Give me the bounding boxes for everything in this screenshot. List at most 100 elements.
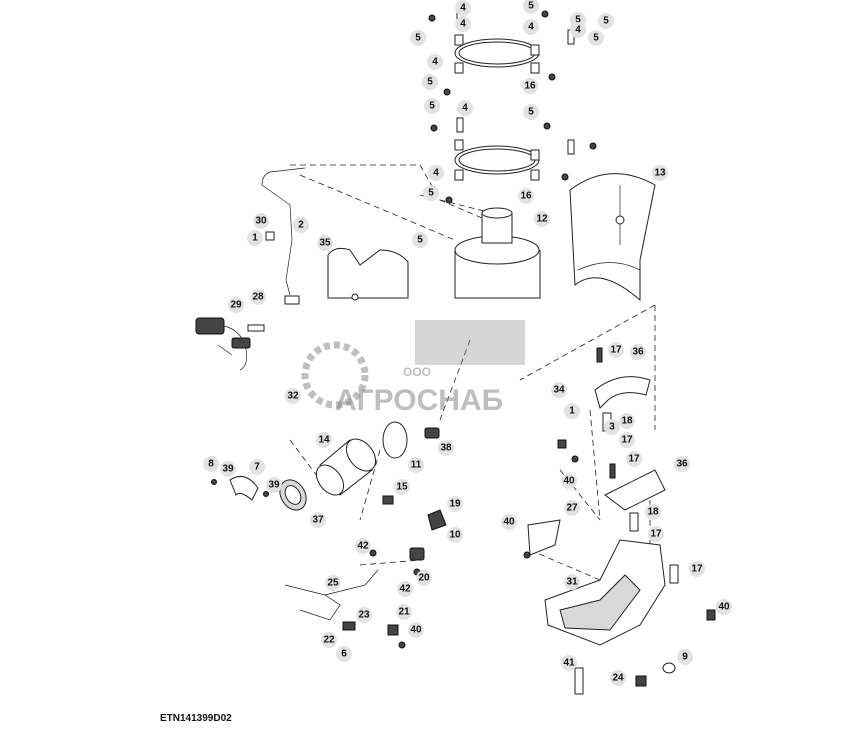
canister-12 <box>454 207 541 299</box>
callout-label: 27 <box>566 503 578 514</box>
callout-36: 36 <box>674 456 690 472</box>
callout-label: 5 <box>429 101 435 112</box>
callout-label: 4 <box>462 103 468 114</box>
callout-label: 17 <box>628 454 640 465</box>
callout-label: 17 <box>610 345 622 356</box>
callout-label: 36 <box>632 347 644 358</box>
callout-label: 17 <box>650 529 662 540</box>
clamp-7 <box>229 475 259 501</box>
callout-label: 1 <box>252 233 258 244</box>
callout-20: 20 <box>416 570 432 586</box>
callout-label: 12 <box>536 214 548 225</box>
callout-28: 28 <box>250 289 266 305</box>
callout-11: 11 <box>408 457 424 473</box>
callout-40: 40 <box>408 622 424 638</box>
callout-5: 5 <box>588 30 604 46</box>
heat-shield-13 <box>569 173 656 302</box>
callout-label: 4 <box>460 19 466 30</box>
callout-34: 34 <box>551 382 567 398</box>
gasket-37 <box>279 479 307 511</box>
callout-label: 40 <box>718 602 730 613</box>
callout-17: 17 <box>608 342 624 358</box>
harness-29-28 <box>195 317 265 371</box>
pipe-14 <box>315 438 377 496</box>
heat-shield-35 <box>327 247 409 301</box>
callout-4: 4 <box>570 22 586 38</box>
callout-4: 4 <box>457 100 473 116</box>
callout-label: 5 <box>593 33 599 44</box>
callout-24: 24 <box>610 670 626 686</box>
callout-15: 15 <box>394 479 410 495</box>
callout-label: 5 <box>427 77 433 88</box>
callout-label: 7 <box>254 462 260 473</box>
callout-label: 4 <box>460 3 466 14</box>
sensor-19 <box>427 509 447 531</box>
callout-18: 18 <box>645 504 661 520</box>
callout-39: 39 <box>220 461 236 477</box>
callout-42: 42 <box>355 538 371 554</box>
callout-40: 40 <box>716 599 732 615</box>
callout-39: 39 <box>266 477 282 493</box>
callout-16: 16 <box>522 78 538 94</box>
callout-10: 10 <box>447 527 463 543</box>
callout-13: 13 <box>652 165 668 181</box>
callout-label: 39 <box>268 480 280 491</box>
callout-5: 5 <box>423 185 439 201</box>
bracket-27 <box>523 519 561 559</box>
callout-42: 42 <box>397 581 413 597</box>
callout-label: 3 <box>609 422 615 433</box>
callout-31: 31 <box>564 574 580 590</box>
callout-41: 41 <box>561 655 577 671</box>
callout-4: 4 <box>428 165 444 181</box>
callout-label: 15 <box>396 482 408 493</box>
callout-14: 14 <box>316 432 332 448</box>
callout-label: 4 <box>433 168 439 179</box>
callout-9: 9 <box>677 649 693 665</box>
watermark-logo: ООО АГРОСНАБ <box>301 320 525 417</box>
callout-label: 40 <box>410 625 422 636</box>
fasteners-upper <box>428 9 597 204</box>
callout-37: 37 <box>310 512 326 528</box>
callout-label: 32 <box>287 391 299 402</box>
callout-label: 34 <box>553 385 565 396</box>
callout-label: 40 <box>563 476 575 487</box>
callout-4: 4 <box>455 16 471 32</box>
callout-label: 31 <box>566 577 578 588</box>
callout-40: 40 <box>561 473 577 489</box>
reference-code: ETN141399D02 <box>160 713 232 724</box>
callout-5: 5 <box>523 104 539 120</box>
callout-8: 8 <box>203 456 219 472</box>
callout-3: 3 <box>604 419 620 435</box>
callout-label: 5 <box>603 16 609 27</box>
callout-label: 5 <box>415 33 421 44</box>
tube-25 <box>284 569 379 621</box>
callout-29: 29 <box>228 297 244 313</box>
callout-40: 40 <box>501 514 517 530</box>
sensor-line-2 <box>261 167 306 305</box>
callout-label: 16 <box>524 81 536 92</box>
callout-17: 17 <box>689 561 705 577</box>
callout-label: 42 <box>399 584 411 595</box>
callout-7: 7 <box>249 459 265 475</box>
callout-label: 10 <box>449 530 461 541</box>
callout-label: 38 <box>440 443 452 454</box>
callout-label: 35 <box>319 238 331 249</box>
callout-17: 17 <box>648 526 664 542</box>
callout-38: 38 <box>438 440 454 456</box>
callout-label: 36 <box>676 459 688 470</box>
callout-label: 24 <box>612 673 624 684</box>
callout-label: 37 <box>312 515 324 526</box>
callout-35: 35 <box>317 235 333 251</box>
callout-22: 22 <box>321 632 337 648</box>
callout-label: 16 <box>520 191 532 202</box>
callout-21: 21 <box>396 604 412 620</box>
callout-label: 29 <box>230 300 242 311</box>
callout-19: 19 <box>447 496 463 512</box>
callout-17: 17 <box>626 451 642 467</box>
callout-23: 23 <box>356 607 372 623</box>
callout-6: 6 <box>336 646 352 662</box>
callout-label: 2 <box>298 220 304 231</box>
callout-label: 28 <box>252 292 264 303</box>
